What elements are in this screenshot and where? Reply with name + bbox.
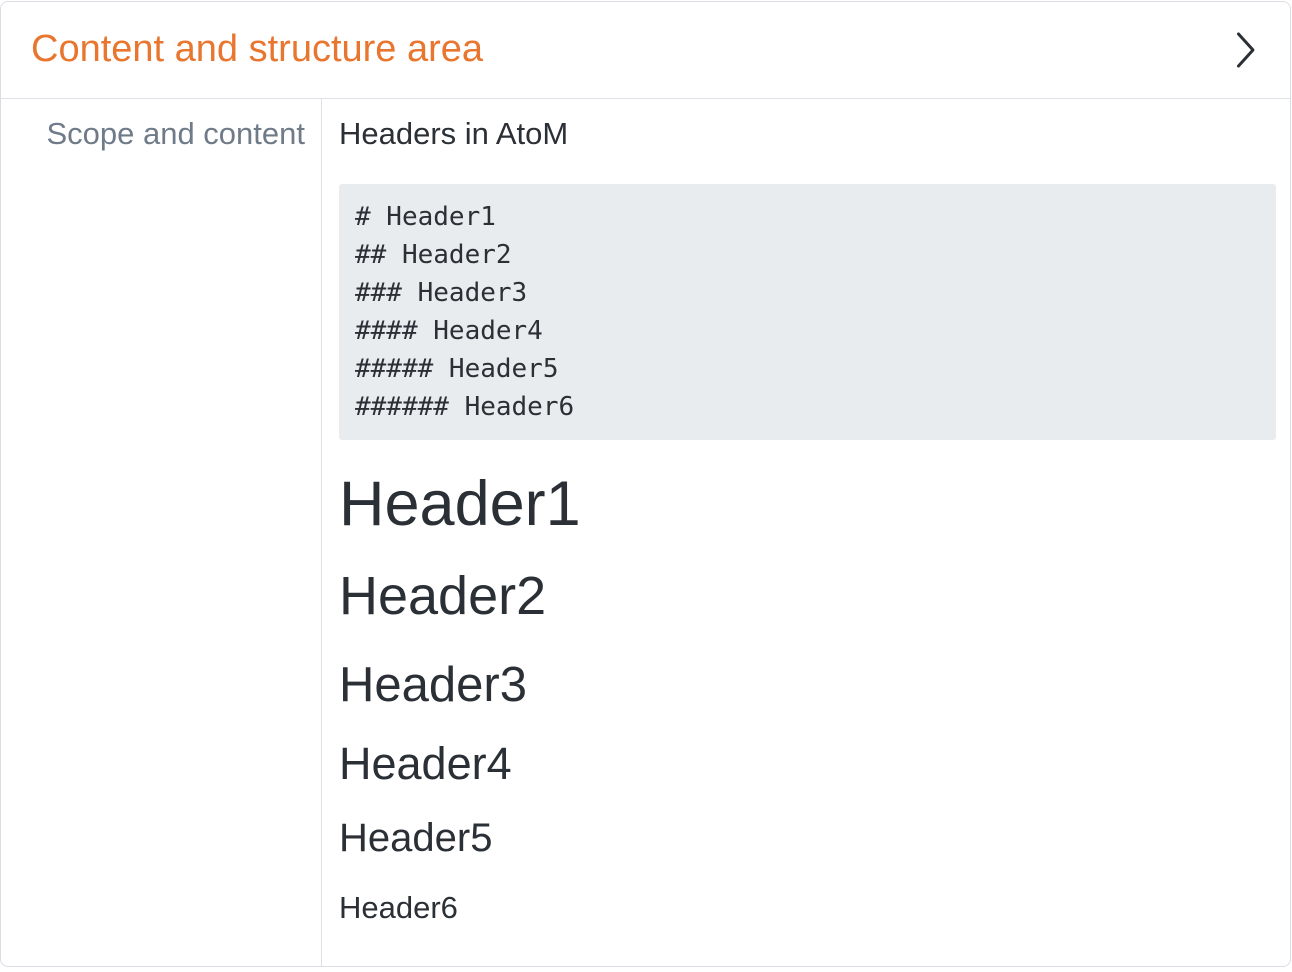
field-label-scope-and-content: Scope and content — [46, 116, 305, 151]
code-line: ###### Header6 — [355, 391, 575, 422]
code-line: ## Header2 — [355, 239, 512, 270]
rendered-header-h2: Header2 — [339, 566, 547, 627]
field-intro-text: Headers in AtoM — [339, 116, 569, 151]
rendered-header-h3: Header3 — [339, 657, 527, 712]
code-line: #### Header4 — [355, 315, 543, 346]
field-value-column: Headers in AtoM # Header1 ## Header2 ### H… — [322, 99, 1290, 966]
code-line: ##### Header5 — [355, 353, 559, 384]
section-body: Scope and content Headers in AtoM # Head… — [1, 99, 1290, 966]
rendered-header-h5: Header5 — [339, 815, 493, 860]
rendered-header-h1: Header1 — [339, 468, 581, 539]
section-title: Content and structure area — [31, 28, 484, 71]
rendered-header-h6: Header6 — [339, 889, 458, 925]
chevron-right-icon[interactable] — [1236, 31, 1256, 69]
markdown-code-block: # Header1 ## Header2 ### Header3 #### Heade… — [339, 183, 1276, 440]
code-line: # Header1 — [355, 201, 496, 232]
section-header-content-and-structure[interactable]: Content and structure area — [1, 2, 1290, 99]
rendered-header-h4: Header4 — [339, 737, 512, 789]
field-label-column: Scope and content — [1, 99, 322, 966]
code-line: ### Header3 — [355, 277, 528, 308]
